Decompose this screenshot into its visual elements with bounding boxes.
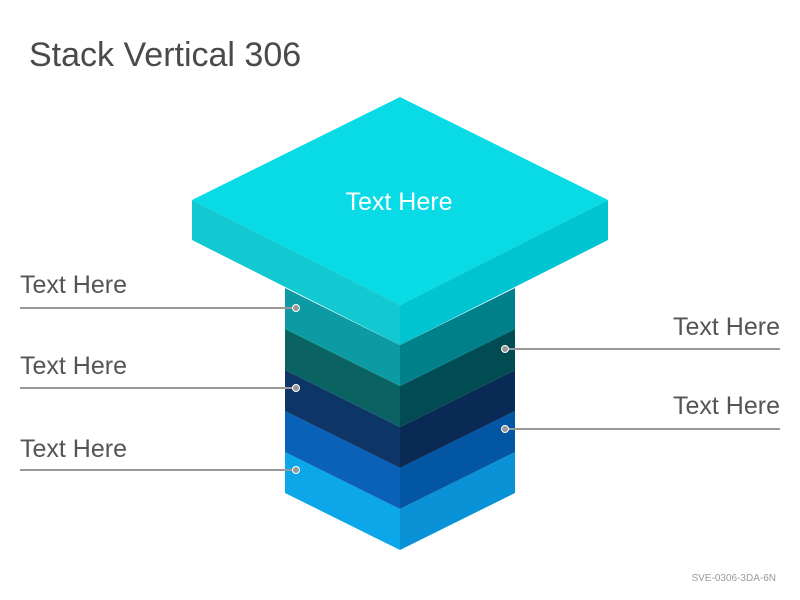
layer-1-left-face xyxy=(285,288,400,386)
layer-1-right-face xyxy=(400,288,515,386)
layer-5-right-face xyxy=(400,452,515,550)
layer-5-left-face xyxy=(285,452,400,550)
callout-label-4: Text Here xyxy=(673,313,780,341)
layer-4-right-face xyxy=(400,411,515,509)
layer-4-left-face xyxy=(285,411,400,509)
stack-layers xyxy=(285,288,515,550)
layer-2-right-face xyxy=(400,329,515,427)
cap-block: Text Here xyxy=(192,97,608,345)
callout-dot-4 xyxy=(501,345,509,353)
cap-right-face xyxy=(400,200,608,345)
layer-3-left-face xyxy=(285,370,400,468)
cap-label: Text Here xyxy=(346,188,453,216)
cap-top-face xyxy=(192,97,608,305)
callout-lines xyxy=(20,304,780,474)
callout-dot-5 xyxy=(501,425,509,433)
layer-3-right-face xyxy=(400,370,515,468)
callout-dot-1 xyxy=(292,304,300,312)
callout-label-5: Text Here xyxy=(673,392,780,420)
footer-code: SVE-0306-3DA-6N xyxy=(691,573,776,584)
callout-label-2: Text Here xyxy=(20,352,127,380)
callout-label-3: Text Here xyxy=(20,435,127,463)
callout-dot-3 xyxy=(292,466,300,474)
callout-dot-2 xyxy=(292,384,300,392)
layer-2-left-face xyxy=(285,329,400,427)
cap-left-face xyxy=(192,200,400,345)
callout-label-1: Text Here xyxy=(20,271,127,299)
slide-title: Stack Vertical 306 xyxy=(29,36,302,74)
